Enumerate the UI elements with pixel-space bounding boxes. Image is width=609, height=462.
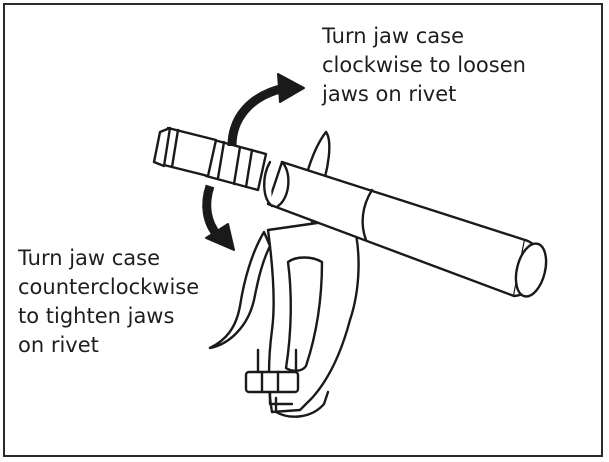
callout-line: Turn jaw case [18,246,161,270]
callout-loosen-jaws: Turn jaw case clockwise to loosen jaws o… [322,22,526,109]
gun-trigger [208,230,272,350]
nose-piece [152,126,218,178]
callout-line: jaws on rivet [322,82,457,106]
clockwise-arrow-icon [227,73,305,147]
callout-line: on rivet [18,333,99,357]
gun-handle [266,216,360,418]
callout-line: counterclockwise [18,275,200,299]
counterclockwise-arrow-icon [202,184,235,251]
base-clip [244,348,300,406]
gun-cylinder [263,160,548,298]
callout-line: clockwise to loosen [322,53,526,77]
callout-line: Turn jaw case [322,24,465,48]
callout-tighten-jaws: Turn jaw case counterclockwise to tighte… [18,244,199,360]
callout-line: to tighten jaws [18,304,175,328]
